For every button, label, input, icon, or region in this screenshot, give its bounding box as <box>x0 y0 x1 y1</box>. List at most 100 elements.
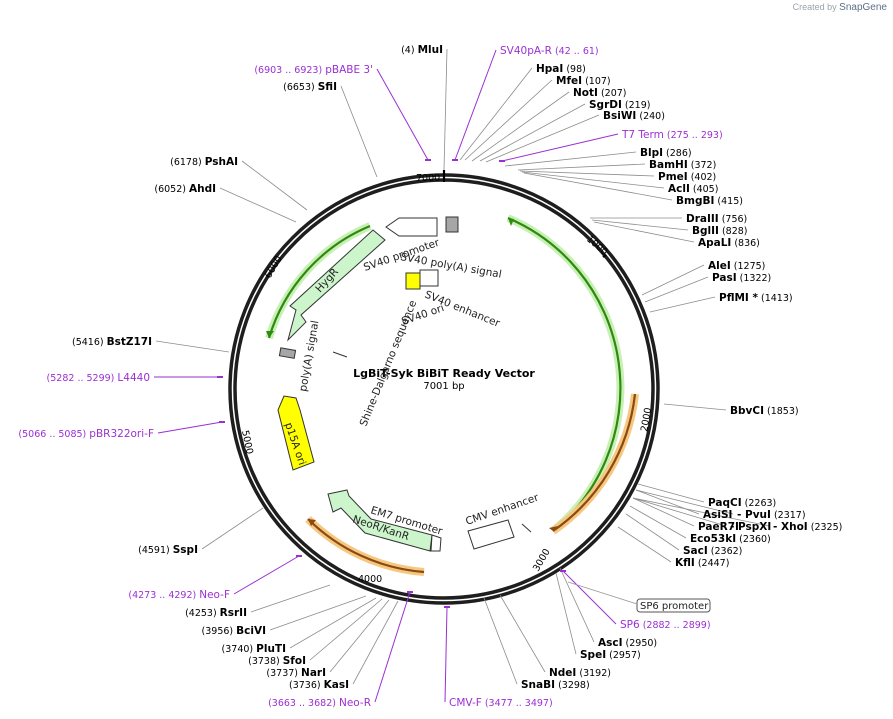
leader-pmei <box>519 170 655 177</box>
enzyme-asci: AscI (2950) <box>598 637 657 649</box>
primer-sp6: SP6 (2882 .. 2899) <box>620 619 711 631</box>
plasmid-name: LgBiT-Syk BiBiT Ready Vector <box>353 367 535 380</box>
enzyme-draiii: DraIII (756) <box>686 213 747 225</box>
leader-sfii <box>340 85 378 178</box>
leader-kfli <box>617 526 672 563</box>
leader-apali <box>593 221 695 243</box>
orf-green-arrowhead <box>508 218 514 226</box>
enzyme-sfoi: (3738) SfoI <box>248 655 306 667</box>
feature-sv40-promoter-arrow <box>385 217 438 237</box>
enzyme-ndei: NdeI (3192) <box>549 667 611 679</box>
primer-leader-neo-r <box>374 591 411 703</box>
snapgene-logo: SnapGene <box>839 2 887 13</box>
feature-sv40-enhancer-box <box>419 269 439 287</box>
orf-orange-arc-2 <box>307 518 425 574</box>
site-labels: (4) MluI HpaI (98)MfeI (107)NotI (207)Sgr… <box>18 44 842 709</box>
enzyme-xhoi: - XhoI (2325) <box>773 521 842 533</box>
enzyme-pasi: PasI (1322) <box>712 272 771 284</box>
feature-hygr-arrow <box>287 229 386 342</box>
primer-leader-cmv-f <box>444 606 448 703</box>
leader-bamhi <box>517 163 646 171</box>
leader-mfei <box>464 79 553 161</box>
enzyme-leader-lines <box>154 48 770 703</box>
leader-ahdi <box>219 187 297 223</box>
feature-cmv-mark <box>521 523 532 533</box>
leader-kasi <box>352 600 399 685</box>
feature-cmv-enhancer-box <box>467 519 515 550</box>
enzyme-acli: AclI (405) <box>668 183 718 195</box>
orf-orange-arc-1 <box>552 393 637 532</box>
primer-leader-sp6 <box>562 570 617 625</box>
enzyme-rsrii: (4253) RsrII <box>185 607 247 619</box>
label-shine-dalgarno: Shine-Dalgarno sequence <box>358 299 420 429</box>
leader-bmgbi <box>523 172 673 201</box>
enzyme-ahdi: (6052) AhdI <box>154 183 216 195</box>
leader-pluti <box>289 597 377 649</box>
enzyme-kasi: (3736) KasI <box>289 679 349 691</box>
primer-pbabe-3: (6903 .. 6923) pBABE 3' <box>254 64 373 76</box>
leader-sspi <box>201 507 264 550</box>
orf-orange-arrowhead-2 <box>308 519 316 526</box>
hygr-arrowhead <box>266 331 274 338</box>
leader-hpai <box>459 67 533 161</box>
primer-l4440: (5282 .. 5299) L4440 <box>47 372 150 384</box>
enzyme-asisi: AsiSI <box>703 509 732 521</box>
leader-paqci <box>637 483 705 503</box>
primer-neo-f: (4273 .. 4292) Neo-F <box>128 589 230 601</box>
enzyme-paer7i: PaeR7I <box>698 521 739 533</box>
enzyme-pvui: - PvuI (2317) <box>737 509 806 521</box>
enzyme-pmei: PmeI (402) <box>658 171 716 183</box>
tick-7000: 7000 <box>416 173 440 184</box>
leader-acli <box>521 171 665 189</box>
leader-noti <box>471 91 570 162</box>
enzyme-hpai: HpaI (98) <box>536 63 586 75</box>
primer-neo-r: (3663 .. 3682) Neo-R <box>268 697 371 709</box>
leader-spei <box>555 572 577 655</box>
enzyme-pluti: (3740) PluTI <box>222 643 286 655</box>
leader-bcivi <box>269 595 367 631</box>
enzyme-mfei: MfeI (107) <box>556 75 611 87</box>
leader-pvui <box>635 489 734 515</box>
leader-snabi <box>483 597 518 685</box>
leader-alei <box>641 264 705 296</box>
primer-t7-term: T7 Term (275 .. 293) <box>621 129 723 141</box>
enzyme-sspi: (4591) SspI <box>138 544 198 556</box>
primer-leader-t7-term <box>501 133 619 162</box>
hygr-arc <box>267 224 371 339</box>
leader-bstz17i <box>155 340 230 353</box>
primer-leader-pbabe-3 <box>376 68 429 161</box>
leader-eco53ki <box>629 505 687 539</box>
tick-5000: 5000 <box>239 429 255 455</box>
leader-saci <box>625 513 680 551</box>
credit-prefix: Created by <box>792 2 837 12</box>
enzyme-noti: NotI (207) <box>573 87 627 99</box>
primer-leader-pbr322ori-f <box>157 421 223 434</box>
enzyme-nari: (3737) NarI <box>266 667 326 679</box>
sp6-promoter-box <box>636 598 711 613</box>
leader-pshai <box>241 160 308 211</box>
sp6-promoter-leader <box>567 581 638 605</box>
leader-rsrii <box>250 584 331 613</box>
snapgene-credit: Created by SnapGene <box>793 2 887 13</box>
enzyme-alei: AleI (1275) <box>708 260 765 272</box>
feature-sv40-ori-box <box>405 272 421 290</box>
leader-ndei <box>499 594 546 673</box>
enzyme-mlui: (4) MluI <box>401 44 443 56</box>
enzyme-eco53ki: Eco53kI (2360) <box>690 533 771 545</box>
leader-sfoi <box>309 598 383 661</box>
leader-mlui <box>443 48 448 171</box>
label-polya-signal: poly(A) signal <box>297 320 321 393</box>
leader-blpi <box>504 151 637 167</box>
enzyme-sgrdi: SgrDI (219) <box>589 99 650 111</box>
enzyme-apali: ApaLI (836) <box>698 237 760 249</box>
leader-asisi <box>635 489 700 515</box>
enzyme-kfli: KflI (2447) <box>675 557 729 569</box>
feature-polya-box <box>278 347 297 359</box>
feature-p15a-ori-arrow <box>277 395 315 471</box>
leader-pflmi <box>649 296 716 313</box>
enzyme-blpi: BlpI (286) <box>640 147 692 159</box>
enzyme-paqci: PaqCI (2263) <box>708 497 776 509</box>
leader-bsiwi <box>485 114 600 163</box>
primer-leader-neo-f <box>233 555 300 595</box>
